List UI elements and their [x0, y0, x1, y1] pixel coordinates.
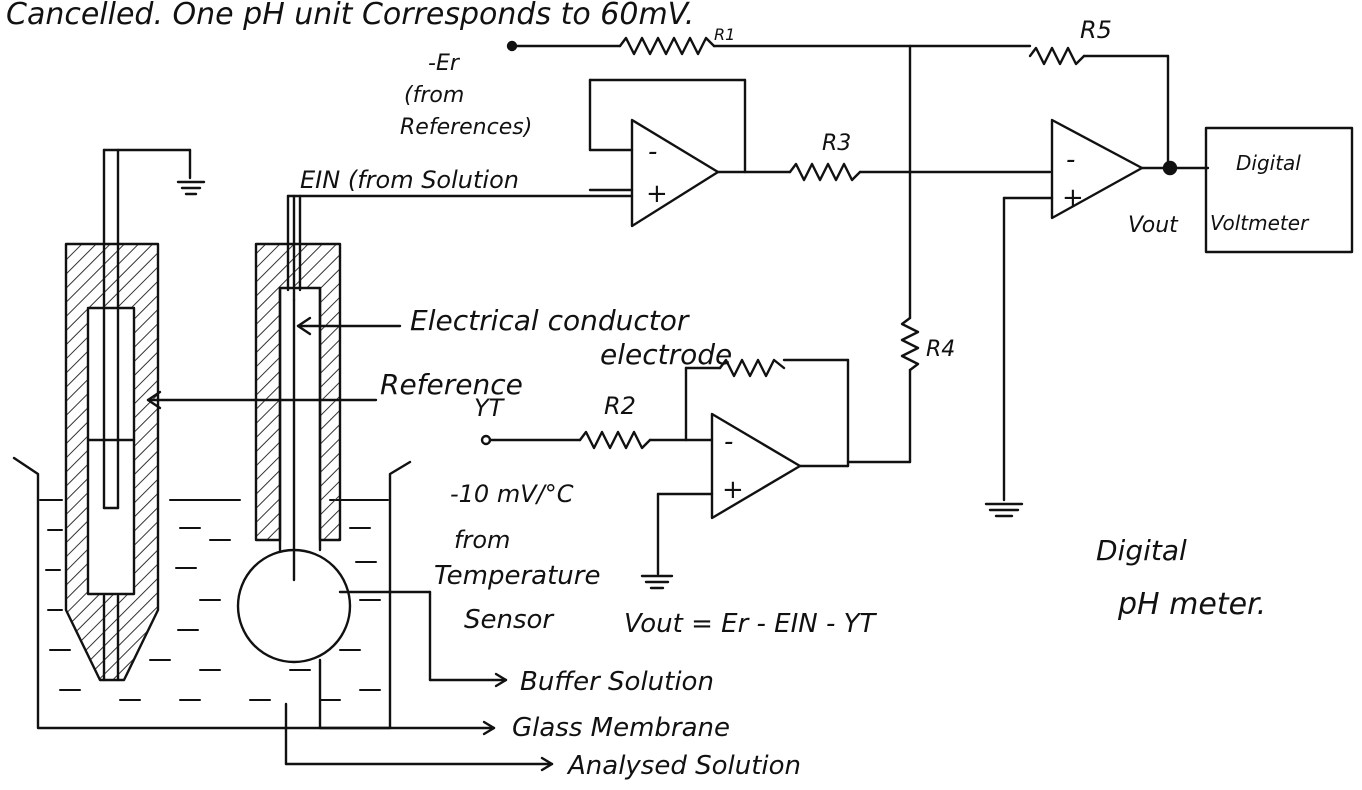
label-from-references-2: References) [400, 115, 532, 140]
label-temp-3: Temperature [434, 561, 600, 591]
opamp2-minus: - [724, 427, 733, 457]
resistor-r5 [1028, 46, 1086, 66]
resistor-r4 [900, 316, 920, 372]
label-r5: R5 [1080, 16, 1112, 44]
analysed-solution-liquid [39, 499, 389, 701]
header-text: Cancelled. One pH unit Corresponds to 60… [6, 0, 694, 32]
label-r4: R4 [926, 337, 955, 362]
er-line [506, 36, 1170, 170]
opamp2-plus: + [722, 475, 744, 505]
label-dvm-1: Digital [1236, 151, 1301, 175]
label-glass: Glass Membrane [512, 713, 730, 743]
label-dvm-2: Voltmeter [1210, 211, 1310, 235]
resistor-r1 [618, 36, 716, 56]
label-temp-4: Sensor [464, 605, 555, 635]
opamp-temperature [640, 358, 850, 590]
label-electrical-conductor-1: Electrical conductor [410, 304, 690, 337]
label-from-references-1: (from [404, 83, 464, 108]
label-analysed: Analysed Solution [566, 751, 801, 781]
opamp1-minus: - [648, 137, 657, 167]
label-equation: Vout = Er - EIN - YT [624, 609, 878, 639]
label-r2: R2 [604, 392, 636, 420]
opamp-buffer [588, 78, 747, 228]
label-er: -Er [428, 51, 461, 76]
opamp3-minus: - [1066, 145, 1075, 175]
label-title-1: Digital [1096, 534, 1187, 567]
label-r3: R3 [822, 131, 851, 156]
label-temp-2: from [454, 526, 510, 554]
resistor-feedback [718, 358, 786, 378]
label-buffer: Buffer Solution [520, 667, 714, 697]
glass-electrode [236, 194, 634, 664]
label-reference: Reference [380, 368, 523, 401]
reference-electrode [64, 148, 206, 682]
label-title-2: pH meter. [1117, 587, 1266, 622]
digital-voltmeter-box [1204, 126, 1354, 254]
label-electrical-conductor-2: electrode [600, 338, 732, 371]
label-ein: EIN (from Solution [300, 166, 519, 194]
beaker [12, 456, 412, 730]
label-r1: R1 [714, 25, 735, 44]
label-temp-1: -10 mV/°C [450, 480, 574, 508]
resistor-r3 [788, 162, 862, 182]
opamp1-plus: + [646, 179, 668, 209]
opamp3-plus: + [1062, 183, 1084, 213]
resistor-r2 [578, 430, 652, 450]
label-vout: Vout [1128, 213, 1179, 238]
opamp-output [984, 118, 1210, 518]
label-yt: YT [474, 394, 506, 422]
